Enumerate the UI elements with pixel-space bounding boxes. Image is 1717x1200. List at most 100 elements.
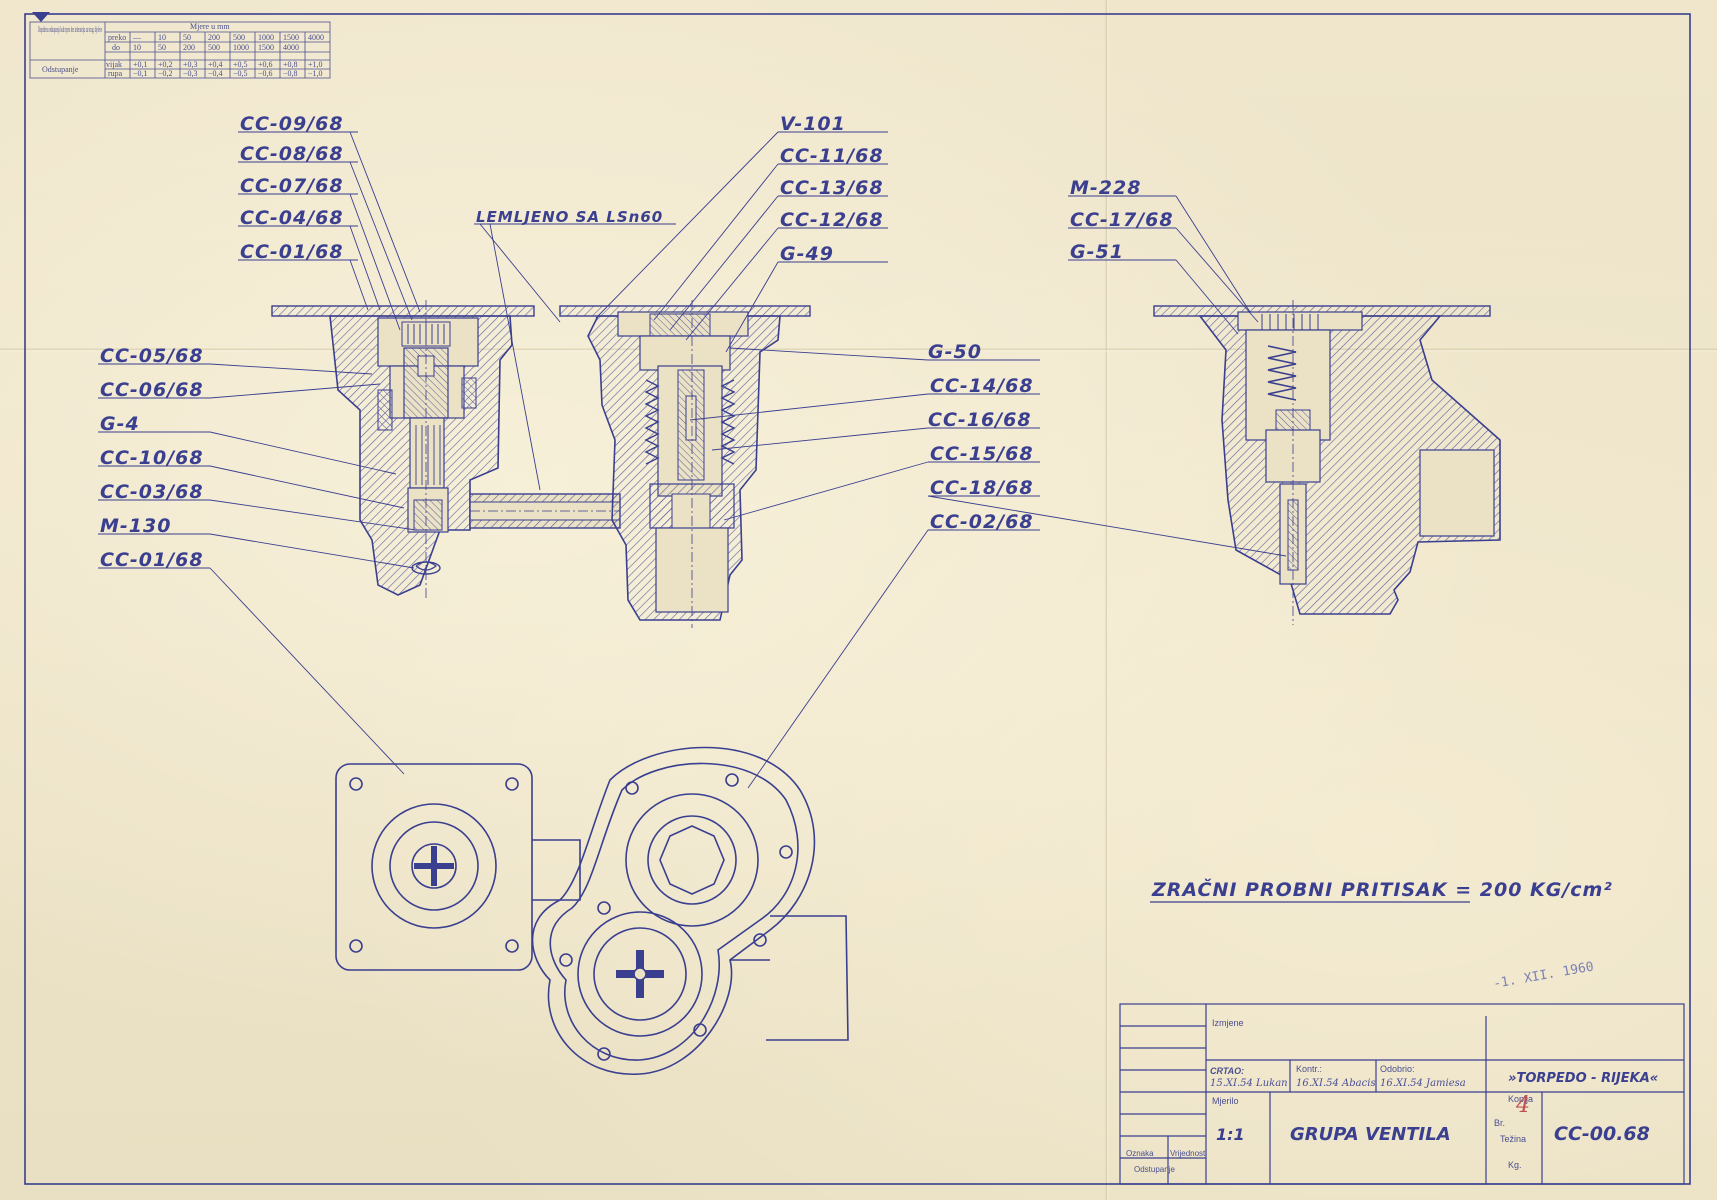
tolerance-cell: 10 xyxy=(158,33,166,42)
part-label: CC-03/68 xyxy=(100,481,204,503)
part-label: M-228 xyxy=(1070,177,1141,199)
tb-company: »TORPEDO - RIJEKA« xyxy=(1508,1071,1658,1086)
tb-mjerilo-label: Mjerilo xyxy=(1212,1096,1239,1106)
part-label: G-51 xyxy=(1070,241,1124,263)
tolerance-header-left: Dopuštena odstupanja kod mjera bez toler… xyxy=(38,25,102,34)
part-label: CC-10/68 xyxy=(100,447,204,469)
part-label: CC-05/68 xyxy=(100,345,204,367)
tolerance-table-text: Dopuštena odstupanja kod mjera bez toler… xyxy=(38,22,324,78)
tolerance-cell: +0,2 xyxy=(158,60,173,69)
tolerance-cell: 50 xyxy=(158,43,166,52)
plan-view xyxy=(335,746,849,1075)
part-label: G-50 xyxy=(928,341,982,363)
tolerance-cell: 1000 xyxy=(258,33,274,42)
part-label: G-49 xyxy=(780,243,834,265)
part-label: CC-07/68 xyxy=(240,175,344,197)
labels-left-top: CC-09/68 CC-08/68 CC-07/68 CC-04/68 CC-0… xyxy=(240,113,344,263)
tb-mjerilo: 1:1 xyxy=(1216,1125,1245,1144)
tolerance-cell: −0,4 xyxy=(208,69,223,78)
part-label: CC-16/68 xyxy=(928,409,1032,431)
tb-crtao: CRTAO: xyxy=(1210,1066,1244,1076)
part-label: CC-02/68 xyxy=(930,511,1034,533)
solder-note: LEMLJENO SA LSn60 xyxy=(476,208,663,226)
tolerance-cell: 4000 xyxy=(308,33,324,42)
tb-odobrio-signature: 16.XI.54 Jamiesa xyxy=(1380,1078,1466,1089)
tolerance-cell: +1,0 xyxy=(308,60,323,69)
tolerance-cell: +0,4 xyxy=(208,60,223,69)
part-label: CC-12/68 xyxy=(780,209,884,231)
tb-oznaka: Oznaka xyxy=(1126,1149,1154,1158)
sheet-border xyxy=(24,12,1691,1185)
test-pressure-note: ZRAČNI PROBNI PRITISAK = 200 KG/cm² xyxy=(1151,877,1613,901)
left-valve-section xyxy=(271,305,621,596)
part-label: CC-01/68 xyxy=(100,549,204,571)
tolerance-cell: +0,3 xyxy=(183,60,198,69)
labels-center: V-101 CC-11/68 CC-13/68 CC-12/68 G-49 xyxy=(780,113,884,265)
part-label: CC-06/68 xyxy=(100,379,204,401)
tb-izmjene: Izmjene xyxy=(1212,1018,1244,1028)
tolerance-cell: 1000 xyxy=(233,43,249,52)
part-label: CC-17/68 xyxy=(1070,209,1174,231)
tb-kg-label: Kg. xyxy=(1508,1160,1522,1170)
tolerance-cell: — xyxy=(132,33,142,42)
labels-right-mid: G-50 CC-14/68 CC-16/68 CC-15/68 CC-18/68… xyxy=(928,341,1034,533)
paper-fold-vertical xyxy=(1105,0,1109,1200)
tb-odobrio: Odobrio: xyxy=(1380,1064,1415,1074)
tolerance-row-vijak: vijak xyxy=(106,60,122,69)
tolerance-cell: −0,1 xyxy=(133,69,148,78)
part-label: CC-15/68 xyxy=(930,443,1034,465)
part-label: CC-08/68 xyxy=(240,143,344,165)
tb-br: 4 xyxy=(1515,1093,1530,1118)
tolerance-cell: 10 xyxy=(133,43,141,52)
tolerance-row-do: do xyxy=(112,43,120,52)
tb-odstupanje: Odstupanje xyxy=(1134,1165,1175,1174)
part-label: CC-11/68 xyxy=(780,145,884,167)
tolerance-cell: 1500 xyxy=(258,43,274,52)
pressure-note: ZRAČNI PROBNI PRITISAK = 200 KG/cm² xyxy=(1150,877,1613,903)
tb-kontr-signature: 16.XI.54 Abacis xyxy=(1296,1078,1376,1089)
tolerance-cell: 500 xyxy=(233,33,245,42)
tb-br-label: Br. xyxy=(1494,1118,1505,1128)
tolerance-cell: 200 xyxy=(183,43,195,52)
tolerance-cell: −0,8 xyxy=(283,69,298,78)
tolerance-cell: 50 xyxy=(183,33,191,42)
tb-kopija-label: Kopija xyxy=(1508,1094,1533,1104)
tolerance-row-preko: preko xyxy=(108,33,126,42)
tb-tezina-label: Težina xyxy=(1500,1134,1526,1144)
title-block xyxy=(1119,1003,1685,1185)
date-stamp: -1. XII. 1960 xyxy=(1492,959,1595,991)
corner-marker-icon xyxy=(32,12,50,22)
center-valve-section xyxy=(425,300,811,628)
tolerance-cell: +0,1 xyxy=(133,60,148,69)
labels-left-lower: CC-05/68 CC-06/68 G-4 CC-10/68 CC-03/68 … xyxy=(100,345,204,571)
tolerance-row-rupa: rupa xyxy=(108,69,123,78)
tb-vrijednost: Vrijednost xyxy=(1170,1149,1206,1158)
tolerance-cell: −0,5 xyxy=(233,69,248,78)
tolerance-cell: −0,6 xyxy=(258,69,273,78)
part-label: G-4 xyxy=(100,413,140,435)
title-block-text: Izmjene CRTAO: 15.XI.54 Lukan Kontr.: 16… xyxy=(1126,1018,1658,1174)
right-valve-section xyxy=(1153,300,1501,625)
tolerance-table xyxy=(29,21,331,79)
tb-kontr: Kontr.: xyxy=(1296,1064,1322,1074)
part-label: CC-09/68 xyxy=(240,113,344,135)
tolerance-cell: +0,8 xyxy=(283,60,298,69)
tolerance-cell: +0,6 xyxy=(258,60,273,69)
tolerance-cell: 200 xyxy=(208,33,220,42)
part-label: V-101 xyxy=(780,113,846,135)
tolerance-cell: −0,3 xyxy=(183,69,198,78)
leader-lines xyxy=(98,131,1287,789)
tolerance-cell: 500 xyxy=(208,43,220,52)
part-label: CC-13/68 xyxy=(780,177,884,199)
tolerance-header-top: Mjere u mm xyxy=(190,22,230,31)
tolerance-cell: 1500 xyxy=(283,33,299,42)
part-label: CC-18/68 xyxy=(930,477,1034,499)
tb-title: GRUPA VENTILA xyxy=(1290,1124,1451,1145)
tolerance-cell: 4000 xyxy=(283,43,299,52)
part-label: CC-01/68 xyxy=(240,241,344,263)
paper-fold-horizontal xyxy=(0,348,1717,352)
tolerance-cell: −0,2 xyxy=(158,69,173,78)
labels-right: M-228 CC-17/68 G-51 xyxy=(1070,177,1174,263)
